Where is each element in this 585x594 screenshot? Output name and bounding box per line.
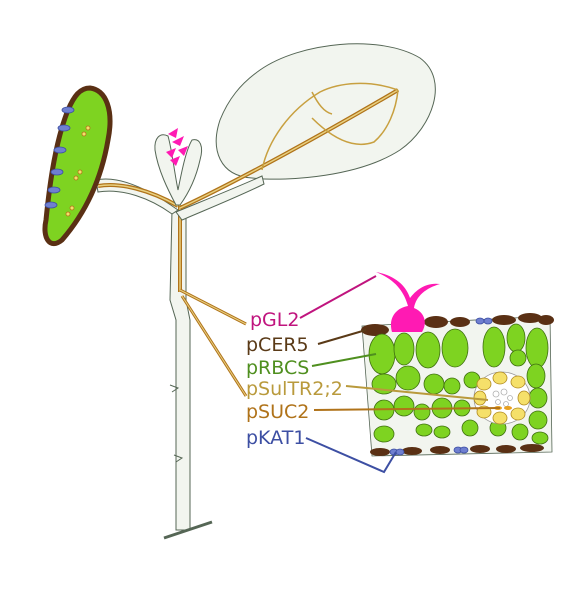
stem-crack-1 bbox=[169, 384, 180, 393]
trichome bbox=[376, 272, 440, 332]
upper-stoma bbox=[475, 317, 493, 325]
left-leaf-blade bbox=[42, 85, 113, 247]
leaf-cross-section bbox=[361, 272, 554, 457]
right-leaf-petiole bbox=[175, 175, 265, 221]
label-pkat1: pKAT1 bbox=[246, 427, 305, 449]
left-leaf-veinlets bbox=[65, 125, 91, 217]
stem-crack-2 bbox=[173, 454, 184, 463]
upper-epidermis bbox=[361, 313, 554, 336]
sultr-leader bbox=[345, 385, 489, 401]
cer5-leader bbox=[317, 329, 367, 345]
right-leaf-veins bbox=[261, 82, 399, 171]
gl2-leader bbox=[299, 275, 377, 319]
plant bbox=[42, 43, 436, 540]
rbcs-leader bbox=[311, 353, 377, 367]
shoot-apex bbox=[154, 134, 203, 206]
left-leaf-vein-inner bbox=[97, 184, 179, 207]
label-psultr22: pSulTR2;2 bbox=[246, 378, 343, 400]
promoter-labels: pGL2 pCER5 pRBCS pSulTR2;2 pSUC2 pKAT1 bbox=[246, 309, 343, 449]
lower-stomata bbox=[389, 446, 469, 456]
label-pgl2: pGL2 bbox=[250, 309, 299, 331]
vascular-bundle bbox=[473, 371, 531, 425]
label-prbcs: pRBCS bbox=[246, 357, 309, 379]
lower-epidermis bbox=[370, 444, 544, 456]
right-leaf-midrib-inner bbox=[179, 89, 399, 209]
shoot-trichomes bbox=[166, 128, 188, 166]
label-pcer5: pCER5 bbox=[246, 334, 309, 356]
mesophyll-cells bbox=[368, 323, 549, 445]
left-leaf-stomata bbox=[44, 106, 75, 209]
stem-connectors bbox=[179, 288, 248, 397]
label-psuc2: pSUC2 bbox=[246, 401, 309, 423]
kat1-leader bbox=[305, 437, 397, 474]
leader-lines bbox=[299, 275, 501, 474]
suc2-leader bbox=[313, 407, 501, 411]
stem-base bbox=[163, 520, 213, 540]
